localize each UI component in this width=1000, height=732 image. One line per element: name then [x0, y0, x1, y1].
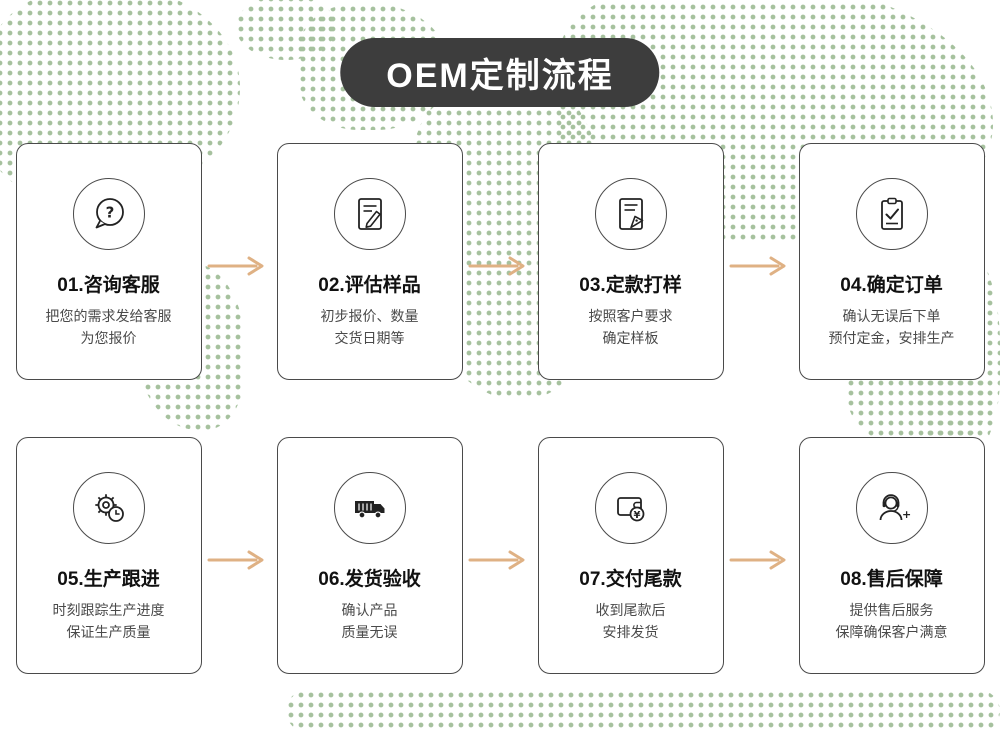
desc-line-1: 确认产品 [341, 602, 398, 618]
desc-line-1: 收到尾款后 [595, 602, 666, 618]
desc-line-2: 安排发货 [602, 623, 659, 640]
svg-text:+: + [902, 508, 911, 521]
map-dots-antarctica [286, 690, 1000, 732]
desc-line-1: 确认无误后下单 [842, 308, 941, 324]
desc-line-1: 提供售后服务 [849, 602, 934, 618]
svg-text:¥: ¥ [633, 510, 640, 521]
arrow-right-icon [202, 549, 277, 571]
desc-line-1: 按照客户要求 [588, 308, 673, 324]
desc-line-2: 保证生产质量 [66, 623, 151, 640]
step-title: 07.交付尾款 [579, 569, 682, 590]
step-title: 08.售后保障 [840, 569, 943, 590]
step-card-06: 06.发货验收 确认产品 质量无误 [276, 437, 463, 674]
headset-support-icon: + [855, 472, 928, 544]
step-description: 提供售后服务 保障确保客户满意 [836, 600, 948, 643]
step-card-05: 05.生产跟进 时刻跟踪生产进度 保证生产质量 [15, 437, 202, 674]
desc-line-2: 交货日期等 [334, 329, 405, 346]
step-title: 02.评估样品 [318, 275, 421, 296]
step-title: 05.生产跟进 [57, 569, 160, 590]
step-card-07: ¥ 07.交付尾款 收到尾款后 安排发货 [537, 437, 724, 674]
step-title: 01.咨询客服 [57, 275, 160, 296]
step-description: 按照客户要求 确定样板 [589, 306, 673, 349]
step-card-03: 03.定款打样 按照客户要求 确定样板 [537, 143, 724, 380]
desc-line-2: 保障确保客户满意 [835, 623, 948, 640]
truck-icon [333, 472, 406, 544]
desc-line-2: 质量无误 [341, 623, 398, 640]
arrow-right-icon [463, 549, 538, 571]
step-description: 确认产品 质量无误 [342, 600, 398, 643]
step-description: 把您的需求发给客服 为您报价 [46, 306, 172, 349]
step-title: 06.发货验收 [318, 569, 421, 590]
step-title: 03.定款打样 [579, 275, 682, 296]
process-row-2: 05.生产跟进 时刻跟踪生产进度 保证生产质量 [0, 437, 1000, 674]
process-row-1: ? 01.咨询客服 把您的需求发给客服 为您报价 [0, 143, 1000, 380]
desc-line-2: 预付定金，安排生产 [828, 329, 955, 346]
document-pen-icon [594, 178, 667, 250]
arrow-right-icon [202, 255, 277, 277]
gear-clock-icon [72, 472, 145, 544]
step-description: 时刻跟踪生产进度 保证生产质量 [53, 600, 165, 643]
step-description: 收到尾款后 安排发货 [596, 600, 666, 643]
clipboard-check-icon [855, 178, 928, 250]
svg-text:?: ? [105, 204, 114, 222]
arrow-right-icon [724, 255, 799, 277]
step-title: 04.确定订单 [840, 275, 943, 296]
arrow-right-icon [724, 549, 799, 571]
desc-line-1: 时刻跟踪生产进度 [52, 602, 165, 618]
step-description: 确认无误后下单 预付定金，安排生产 [829, 306, 955, 349]
desc-line-2: 确定样板 [602, 329, 659, 346]
step-description: 初步报价、数量 交货日期等 [321, 306, 419, 349]
wallet-yen-icon: ¥ [594, 472, 667, 544]
document-pencil-icon [333, 178, 406, 250]
desc-line-1: 把您的需求发给客服 [45, 308, 172, 324]
desc-line-1: 初步报价、数量 [320, 308, 419, 324]
arrow-right-icon [463, 255, 538, 277]
step-card-01: ? 01.咨询客服 把您的需求发给客服 为您报价 [15, 143, 202, 380]
desc-line-2: 为您报价 [80, 329, 137, 346]
step-card-08: + 08.售后保障 提供售后服务 保障确保客户满意 [798, 437, 985, 674]
step-card-02: 02.评估样品 初步报价、数量 交货日期等 [276, 143, 463, 380]
step-card-04: 04.确定订单 确认无误后下单 预付定金，安排生产 [798, 143, 985, 380]
page-title: OEM定制流程 [340, 38, 660, 107]
chat-question-icon: ? [72, 178, 145, 250]
